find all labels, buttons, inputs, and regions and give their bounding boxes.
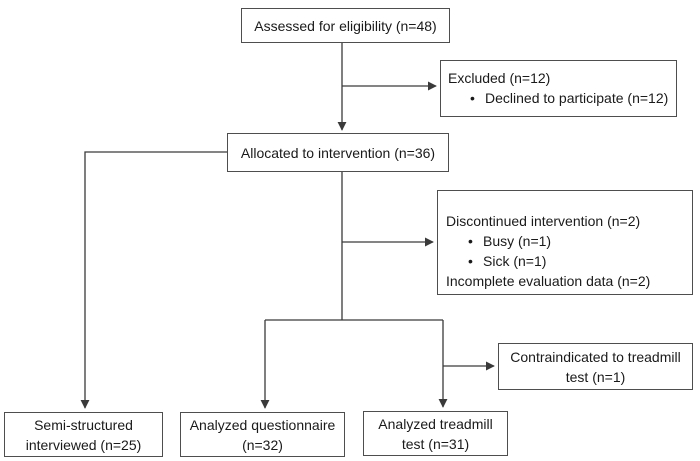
- bullet-icon: •: [468, 233, 473, 249]
- discontinued-bullet-item: • Sick (n=1): [446, 251, 686, 271]
- treadmill-line: Analyzed treadmill: [378, 415, 493, 432]
- box-allocated-intervention: Allocated to intervention (n=36): [227, 133, 449, 172]
- treadmill-line: test (n=31): [401, 435, 470, 452]
- allocated-label: Allocated to intervention (n=36): [240, 144, 436, 161]
- excluded-bullet-label: Declined to participate (n=12): [485, 90, 669, 106]
- discontinued-bullet-item: • Busy (n=1): [446, 231, 686, 251]
- contraindicated-line: Contraindicated to treadmill: [510, 348, 681, 365]
- contraindicated-line: test (n=1): [565, 368, 626, 385]
- bullet-icon: •: [468, 253, 473, 269]
- discontinued-title: Discontinued intervention (n=2): [446, 213, 641, 229]
- excluded-bullet-item: • Declined to participate (n=12): [448, 88, 670, 108]
- connector-allocated-to-interviewed: [80, 151, 227, 409]
- box-assessed-eligibility: Assessed for eligibility (n=48): [241, 8, 450, 43]
- box-discontinued-intervention: Discontinued intervention (n=2) • Busy (…: [437, 190, 693, 295]
- box-excluded: Excluded (n=12) • Declined to participat…: [440, 60, 677, 117]
- bullet-icon: •: [470, 90, 475, 106]
- excluded-title: Excluded (n=12): [448, 70, 551, 86]
- discontinued-bullet-label: Busy (n=1): [483, 233, 552, 249]
- box-analyzed-treadmill: Analyzed treadmill test (n=31): [363, 411, 508, 456]
- questionnaire-line: Analyzed questionnaire: [189, 416, 336, 433]
- questionnaire-line: (n=32): [242, 436, 283, 453]
- discontinued-footer: Incomplete evaluation data (n=2): [446, 273, 651, 289]
- box-semi-structured-interviewed: Semi-structured interviewed (n=25): [4, 412, 163, 457]
- box-contraindicated-treadmill: Contraindicated to treadmill test (n=1): [498, 343, 693, 390]
- interviewed-line: Semi-structured: [34, 416, 133, 433]
- discontinued-bullet-label: Sick (n=1): [483, 253, 547, 269]
- assessed-label: Assessed for eligibility (n=48): [254, 17, 437, 34]
- box-analyzed-questionnaire: Analyzed questionnaire (n=32): [180, 412, 345, 457]
- interviewed-line: interviewed (n=25): [25, 436, 142, 453]
